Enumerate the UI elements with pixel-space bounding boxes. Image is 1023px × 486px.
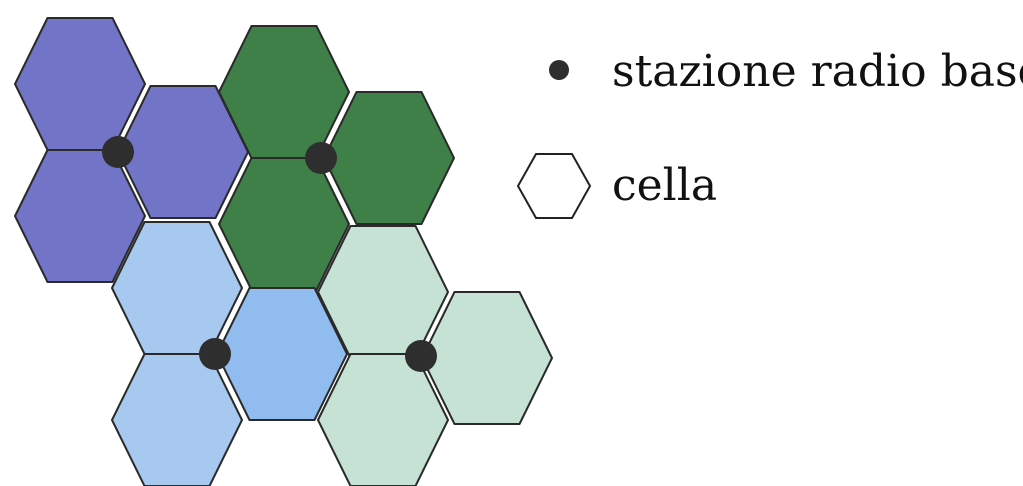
stations-layer [102, 136, 437, 372]
cluster-light-green-cell-3 [317, 353, 449, 486]
cluster-dark-blue-cell-1 [14, 17, 146, 151]
cells-layer [14, 17, 553, 486]
cluster-light-green-base-station [405, 340, 437, 372]
legend-cell-label: cella [612, 160, 717, 211]
cluster-light-blue-cell-3 [111, 353, 243, 486]
cluster-dark-green-base-station [305, 142, 337, 174]
cluster-light-green-cell-2 [421, 291, 553, 425]
legend-cell-icon [516, 153, 592, 219]
cluster-light-blue-base-station [199, 338, 231, 370]
cluster-dark-blue-cell-3 [14, 149, 146, 283]
cluster-light-blue-cell-2 [216, 287, 348, 421]
cluster-dark-blue-base-station [102, 136, 134, 168]
legend: stazione radio base cella [516, 46, 1023, 219]
legend-station-label: stazione radio base [612, 46, 1023, 97]
cluster-dark-green-cell-2 [323, 91, 455, 225]
legend-station-icon [549, 60, 569, 80]
